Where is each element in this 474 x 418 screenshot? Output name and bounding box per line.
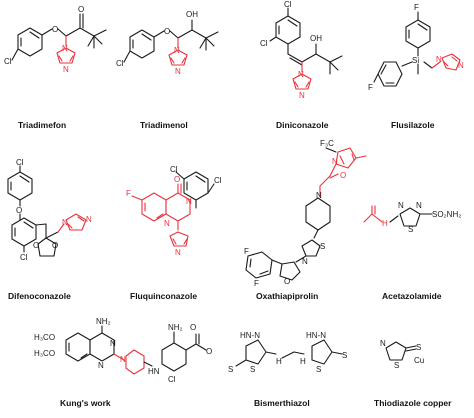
atom-label: N: [175, 67, 181, 76]
compound-name: Difenoconazole: [8, 291, 71, 301]
compound-name: Flusilazole: [391, 120, 435, 130]
atom-label: N: [86, 215, 92, 224]
atom-label: O: [206, 347, 212, 356]
atom-label: S: [320, 242, 325, 251]
structure-bismerthiazol: [235, 339, 343, 367]
structure-acetazolamide: [363, 205, 433, 227]
atom-label: F: [368, 83, 373, 92]
atom-label: Cl: [4, 57, 12, 66]
atom-label: H₃CO: [34, 349, 55, 358]
atom-label: H: [382, 219, 388, 228]
atom-label: N: [120, 355, 126, 364]
atom-label: Cl: [20, 253, 28, 262]
structure-triadimefon: [11, 13, 107, 64]
atom-label: H₃CO: [34, 333, 55, 342]
atom-label: S: [416, 343, 421, 352]
atom-label: N: [458, 61, 464, 70]
atom-label: N: [186, 197, 192, 206]
atom-label: N: [62, 44, 68, 53]
atom-label: F: [244, 247, 249, 256]
compound-name: Fluquinconazole: [130, 291, 197, 301]
atom-label: N: [98, 361, 104, 370]
atom-label: Cl: [260, 39, 268, 48]
atom-label: N: [299, 91, 305, 100]
atom-label: O: [78, 5, 84, 14]
atom-label: N: [298, 70, 304, 79]
atom-label: NH₂: [168, 323, 183, 332]
atom-label: O: [52, 241, 58, 250]
compound-name: Diniconazole: [276, 120, 329, 130]
compound-name: Triadimefon: [18, 120, 66, 130]
atom-label: N: [302, 257, 308, 266]
atom-label: Cl: [168, 375, 176, 384]
atom-label: N: [62, 218, 68, 227]
structure-kungs-work: [65, 325, 207, 375]
atom-label: O: [284, 277, 290, 286]
atom-label: HN-N: [306, 331, 326, 340]
atom-label: F: [414, 3, 419, 12]
atom-label: N: [63, 65, 69, 74]
atom-label: O: [190, 323, 196, 332]
atom-label: N: [436, 55, 442, 64]
structure-difenoconazole: [7, 165, 87, 257]
atom-label: HN-N: [240, 331, 260, 340]
structure-fluquinconazole: [131, 171, 215, 247]
atom-label: O: [52, 25, 58, 34]
structure-thiodiazole-copper: [385, 341, 417, 361]
compound-name: Oxathiapiprolin: [256, 291, 318, 301]
atom-label: OH: [186, 10, 198, 19]
atom-label: SO₂NH₂: [432, 210, 461, 219]
atom-label: S: [316, 365, 321, 374]
atom-label: F: [126, 189, 131, 198]
atom-label: H: [276, 357, 282, 366]
atom-label: Cl: [214, 176, 222, 185]
atom-label: Cl: [170, 165, 178, 174]
atom-label: N: [332, 157, 338, 166]
atom-label: O: [174, 175, 180, 184]
atom-label: F: [254, 279, 259, 288]
atom-label: S: [394, 361, 399, 370]
atom-label: N: [416, 201, 422, 210]
structure-oxathiapiprolin: [245, 147, 367, 281]
atom-label: N: [398, 201, 404, 210]
atom-label: Cl: [116, 59, 124, 68]
structure-triadimenol: [123, 19, 219, 66]
atom-label: N: [175, 248, 181, 257]
compound-name: Bismerthiazol: [254, 398, 310, 408]
atom-label: NH₂: [96, 317, 111, 326]
atom-label: O: [33, 241, 39, 250]
atom-label: O: [164, 27, 170, 36]
atom-label: F₃C: [320, 139, 334, 148]
atom-label: S: [342, 351, 347, 360]
atom-label: Cu: [414, 356, 424, 365]
compound-name: Kung's work: [60, 398, 111, 408]
atom-label: Si: [412, 56, 419, 65]
atom-label: O: [16, 206, 22, 215]
atom-label: N: [316, 191, 322, 200]
atom-label: H: [300, 357, 306, 366]
structure-flusilazole: [373, 11, 461, 87]
atom-label: N: [380, 339, 386, 348]
atom-label: N: [110, 339, 116, 348]
atom-label: O: [340, 171, 346, 180]
atom-label: N: [174, 46, 180, 55]
atom-label: N: [164, 219, 170, 228]
atom-label: OH: [310, 34, 322, 43]
compound-name: Acetazolamide: [382, 291, 442, 301]
atom-label: Cl: [284, 0, 292, 9]
atom-label: S: [408, 225, 413, 234]
compound-name: Triadimenol: [140, 120, 188, 130]
compound-name: Thiodiazole copper: [374, 398, 452, 408]
structure-diniconazole: [269, 7, 343, 90]
atom-label: Cl: [16, 158, 24, 167]
atom-label: S: [250, 365, 255, 374]
atom-label: HN: [148, 367, 160, 376]
atom-label: S: [228, 365, 233, 374]
